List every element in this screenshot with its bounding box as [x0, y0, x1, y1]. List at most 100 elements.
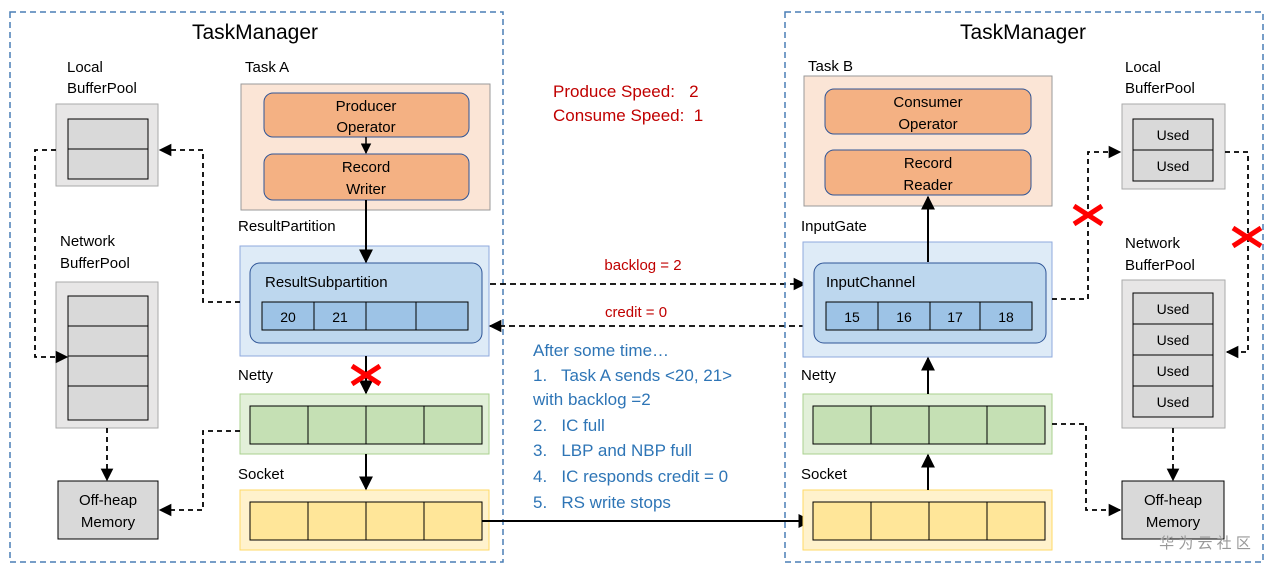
record-reader-label-1: Record	[904, 155, 952, 172]
subpartition-cell-value: 20	[280, 309, 296, 325]
right-netty-cell	[870, 405, 930, 445]
right-network-pool-cell	[1132, 292, 1214, 325]
record-reader-label-2: Reader	[903, 177, 952, 194]
input-channel-cell-value: 17	[947, 309, 963, 325]
right-network-pool-cell	[1132, 323, 1214, 356]
left-network-pool-cell	[67, 355, 149, 387]
record-writer-label-2: Writer	[346, 181, 386, 198]
right-network-pool-label-2: BufferPool	[1125, 257, 1195, 274]
subpartition-cell-value: 21	[332, 309, 348, 325]
left-netty-cell	[423, 405, 483, 445]
input-channel-label: InputChannel	[826, 274, 915, 291]
record-reader	[824, 149, 1032, 196]
left-network-pool-cell	[67, 295, 149, 327]
right-netty-cell	[812, 405, 872, 445]
middle-section: Produce Speed: 2 Consume Speed: 1 backlo…	[482, 82, 813, 528]
left-local-pool-cell	[67, 118, 149, 150]
result-partition-label: ResultPartition	[238, 218, 336, 235]
right-offheap-memory	[1121, 480, 1225, 540]
consume-speed: Consume Speed: 1	[553, 106, 703, 125]
consumer-operator	[824, 88, 1032, 135]
right-local-pool-cell-text: Used	[1157, 158, 1190, 174]
notes-line: with backlog =2	[532, 390, 651, 409]
right-local-pool-cell	[1132, 118, 1214, 151]
result-subpartition-label: ResultSubpartition	[265, 274, 388, 291]
credit-label: credit = 0	[605, 304, 667, 321]
subpartition-cell	[365, 301, 417, 331]
left-socket-label: Socket	[238, 466, 285, 483]
left-network-pool-cell	[67, 325, 149, 357]
notes-line: 2. IC full	[533, 416, 605, 435]
right-socket-cell	[812, 501, 872, 541]
right-socket-label: Socket	[801, 466, 848, 483]
input-channel-cell-value: 16	[896, 309, 912, 325]
subpartition-cell	[415, 301, 469, 331]
left-taskmanager-title: TaskManager	[192, 21, 318, 44]
record-writer-label-1: Record	[342, 159, 390, 176]
gate-to-local-pool-dashed	[1052, 145, 1122, 300]
subpartition-cell	[313, 301, 367, 331]
left-socket-cell	[307, 501, 367, 541]
left-network-pool-label-1: Network	[60, 233, 116, 250]
input-gate-label: InputGate	[801, 218, 867, 235]
right-socket-cell	[870, 501, 930, 541]
blocked-cross-icon	[1231, 225, 1263, 249]
left-netty-label: Netty	[238, 367, 274, 384]
right-socket-cell	[928, 501, 988, 541]
left-socket-cell	[365, 501, 425, 541]
producer-operator-label-1: Producer	[336, 98, 397, 115]
right-network-pool-cell	[1132, 385, 1214, 418]
backlog-label: backlog = 2	[604, 257, 681, 274]
input-channel-cell	[979, 301, 1033, 331]
input-channel-cell-value: 15	[844, 309, 860, 325]
left-socket-cell	[423, 501, 483, 541]
input-channel-cell-value: 18	[998, 309, 1014, 325]
right-network-pool-cell	[1132, 354, 1214, 387]
task-a-label: Task A	[245, 59, 289, 76]
subpartition-to-local-pool-dashed	[158, 143, 240, 303]
right-taskmanager: TaskManager Task B Consumer Operator Rec…	[784, 11, 1264, 563]
left-offheap-label-1: Off-heap	[79, 492, 137, 509]
right-network-pool-cell-text: Used	[1157, 394, 1190, 410]
blocked-cross-icon	[1072, 203, 1104, 227]
right-network-pool-cell-text: Used	[1157, 301, 1190, 317]
left-netty-cell	[365, 405, 425, 445]
left-offheap-memory	[57, 480, 159, 540]
right-offheap-label-2: Memory	[1146, 514, 1201, 531]
left-taskmanager: TaskManager Local BufferPool Network Buf…	[9, 11, 504, 563]
right-local-pool-cell-text: Used	[1157, 127, 1190, 143]
notes-title: After some time…	[533, 341, 669, 360]
notes-line: 1. Task A sends <20, 21>	[533, 366, 732, 385]
left-offheap-label-2: Memory	[81, 514, 136, 531]
right-local-pool-cell	[1132, 149, 1214, 182]
right-network-pool-cell-text: Used	[1157, 332, 1190, 348]
left-local-pool-label-1: Local	[67, 59, 103, 76]
subpartition-cell	[261, 301, 315, 331]
left-local-pool-label-2: BufferPool	[67, 80, 137, 97]
netty-to-offheap-dashed-right	[1052, 423, 1122, 517]
right-socket-cell	[986, 501, 1046, 541]
consumer-operator-label-1: Consumer	[893, 94, 962, 111]
left-netty-cell	[249, 405, 309, 445]
local-to-network-pool-dashed-right	[1225, 151, 1249, 359]
input-channel-cell	[929, 301, 981, 331]
left-network-pool-cell	[67, 385, 149, 421]
left-local-pool-cell	[67, 148, 149, 180]
right-netty-cell	[986, 405, 1046, 445]
left-netty-cell	[307, 405, 367, 445]
right-network-pool-cell-text: Used	[1157, 363, 1190, 379]
watermark: 华 为 云 社 区	[1159, 535, 1251, 552]
right-netty-label: Netty	[801, 367, 837, 384]
task-b-label: Task B	[808, 58, 853, 75]
right-local-pool-label-2: BufferPool	[1125, 80, 1195, 97]
netty-to-offheap-dashed	[158, 430, 240, 517]
notes-line: 4. IC responds credit = 0	[533, 467, 728, 486]
right-taskmanager-title: TaskManager	[960, 21, 1086, 44]
right-offheap-label-1: Off-heap	[1144, 492, 1202, 509]
right-local-pool-label-1: Local	[1125, 59, 1161, 76]
right-network-pool-label-1: Network	[1125, 235, 1181, 252]
blocked-cross-icon	[350, 363, 382, 387]
consumer-operator-label-2: Operator	[898, 116, 957, 133]
notes-line: 5. RS write stops	[533, 493, 671, 512]
